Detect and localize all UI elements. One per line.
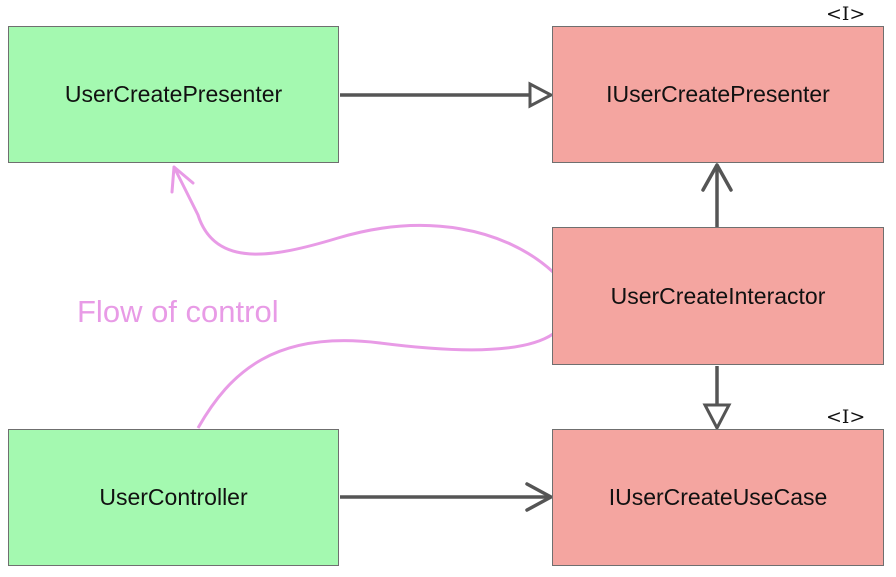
class-user-create-presenter[interactable]: UserCreatePresenter bbox=[8, 26, 339, 163]
flow-curve-upper bbox=[172, 166, 555, 274]
interface-i-user-create-presenter[interactable]: IUserCreatePresenter bbox=[552, 26, 884, 163]
hollow-triangle-arrowhead bbox=[528, 81, 555, 109]
class-name: UserCreateInteractor bbox=[610, 282, 826, 309]
class-name: UserController bbox=[99, 484, 248, 510]
class-name: IUserCreatePresenter bbox=[606, 81, 830, 107]
hollow-triangle-arrowhead bbox=[702, 403, 732, 432]
class-user-create-interactor[interactable]: UserCreateInteractor bbox=[552, 227, 884, 365]
flow-of-control-label: Flow of control bbox=[77, 294, 279, 329]
class-user-controller[interactable]: UserController bbox=[8, 429, 339, 566]
flow-curve-lower bbox=[196, 332, 554, 429]
interface-i-user-create-use-case[interactable]: IUserCreateUseCase bbox=[552, 429, 884, 566]
interface-stereotype: <I> bbox=[826, 406, 866, 428]
interface-stereotype: <I> bbox=[826, 3, 866, 25]
open-arrowhead bbox=[701, 163, 733, 192]
class-name: UserCreatePresenter bbox=[64, 81, 283, 107]
flow-arrowhead bbox=[170, 165, 195, 194]
class-name: IUserCreateUseCase bbox=[608, 484, 828, 510]
open-arrowhead bbox=[525, 482, 553, 512]
